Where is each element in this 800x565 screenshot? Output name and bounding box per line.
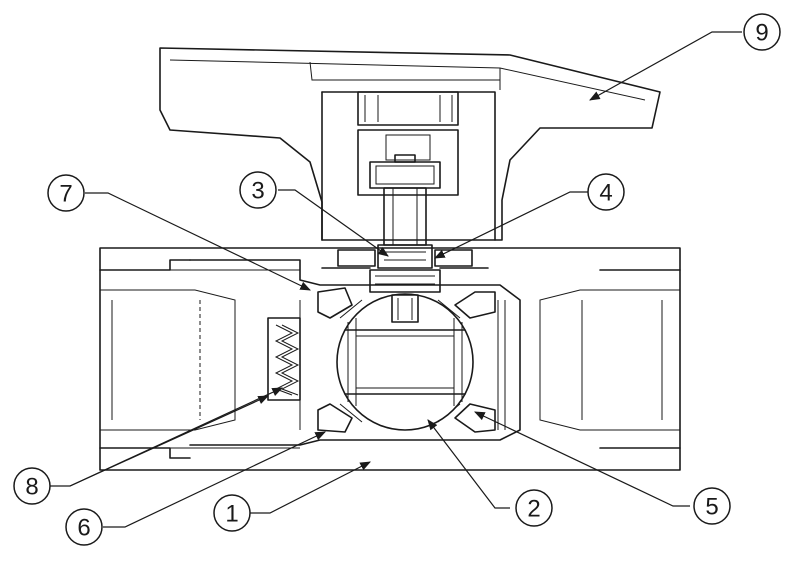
callout-2-label: 2 bbox=[527, 496, 540, 523]
valve-body bbox=[99, 247, 681, 471]
leader-8b bbox=[69, 395, 269, 487]
callout-1-label: 1 bbox=[225, 501, 238, 528]
callout-9-label: 9 bbox=[755, 20, 768, 47]
callout-5: 5 bbox=[693, 487, 731, 525]
callout-2: 2 bbox=[515, 489, 553, 527]
callout-4-label: 4 bbox=[599, 180, 612, 207]
callout-9: 9 bbox=[743, 13, 781, 51]
leader-2 bbox=[427, 419, 510, 509]
callout-1: 1 bbox=[213, 494, 251, 532]
callout-6: 6 bbox=[65, 508, 103, 546]
leader-8a bbox=[50, 387, 283, 487]
callout-3: 3 bbox=[239, 171, 277, 209]
callout-5-label: 5 bbox=[705, 494, 718, 521]
callout-7: 7 bbox=[47, 174, 85, 212]
leader-9 bbox=[589, 31, 742, 101]
spring bbox=[267, 317, 301, 401]
callout-8: 8 bbox=[13, 467, 51, 505]
callout-6-label: 6 bbox=[77, 515, 90, 542]
callout-7-label: 7 bbox=[59, 181, 72, 208]
leader-6 bbox=[103, 431, 326, 528]
leader-3 bbox=[278, 189, 389, 257]
handle bbox=[159, 47, 661, 241]
leader-4 bbox=[434, 191, 588, 259]
callout-3-label: 3 bbox=[251, 178, 264, 205]
ball bbox=[336, 293, 474, 431]
callout-4: 4 bbox=[587, 173, 625, 211]
callout-8-label: 8 bbox=[25, 474, 38, 501]
leader-5 bbox=[474, 411, 690, 507]
leader-lines bbox=[50, 31, 742, 528]
leader-7 bbox=[85, 192, 311, 291]
stem-assembly bbox=[321, 154, 489, 323]
